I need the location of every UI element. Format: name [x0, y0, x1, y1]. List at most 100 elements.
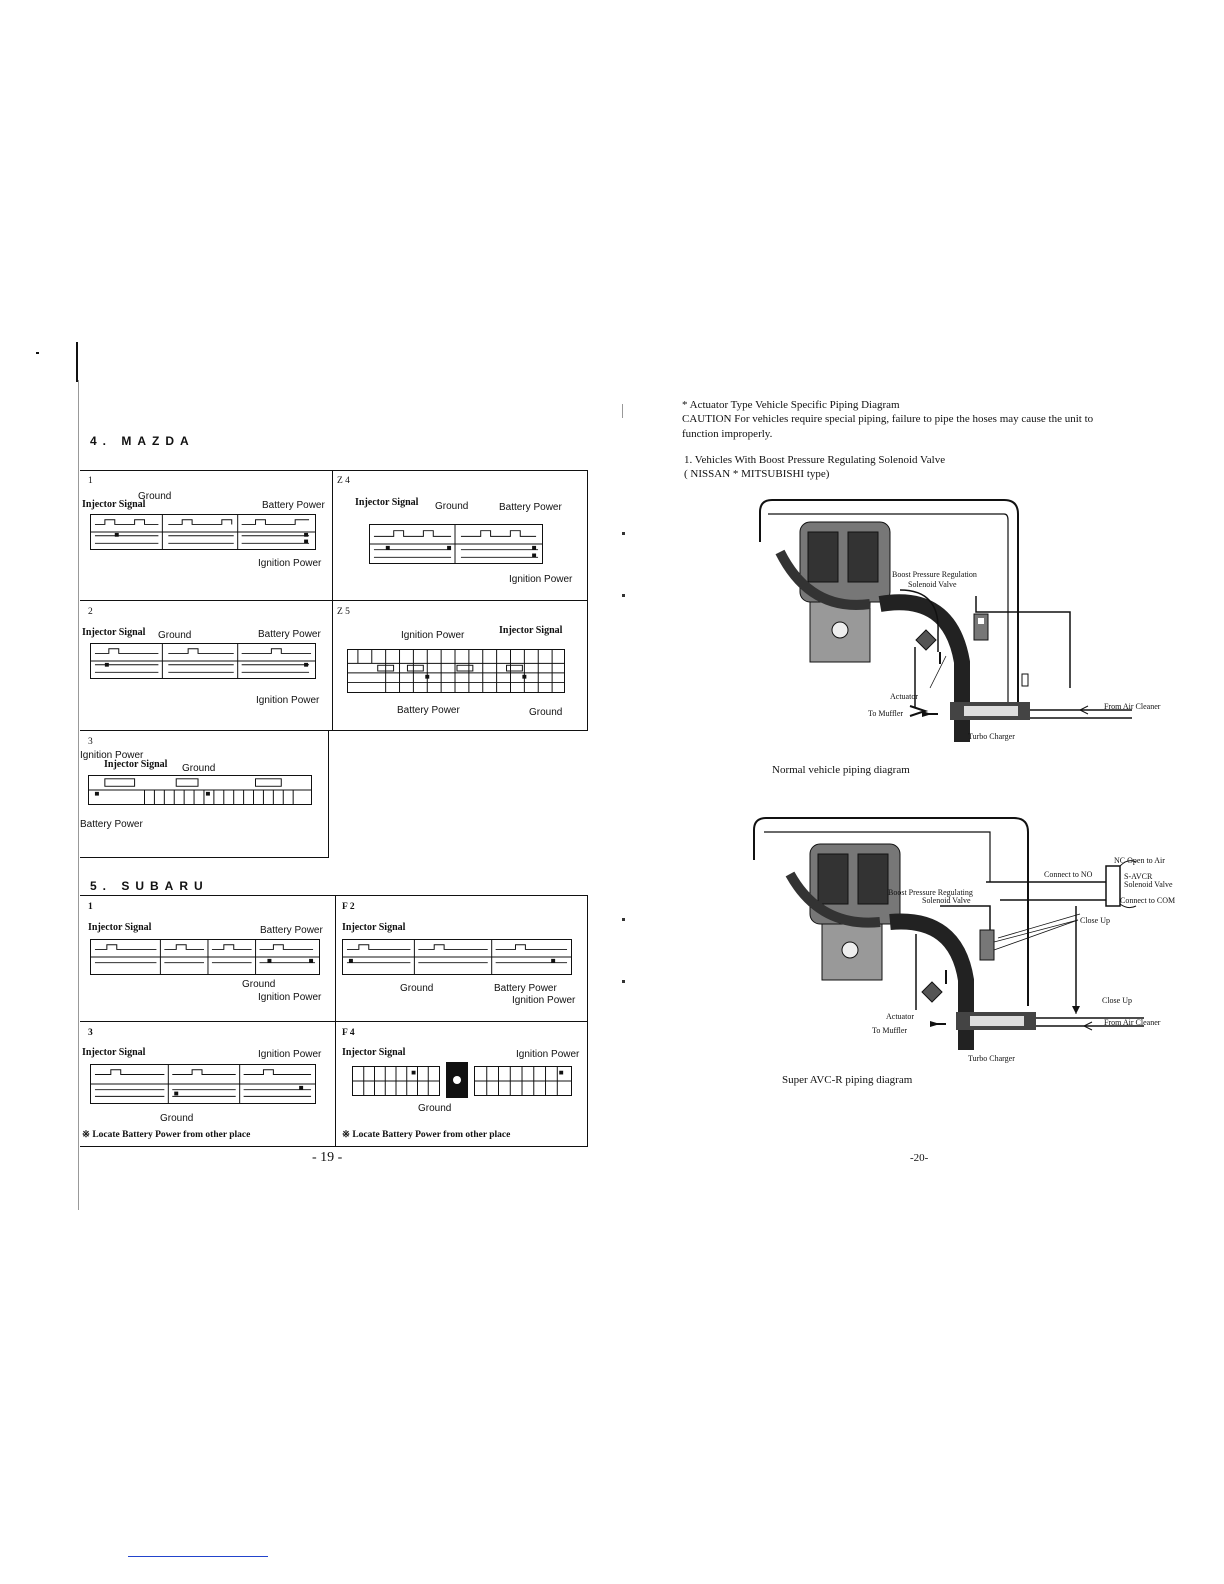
label-injector-signal: Injector Signal [104, 759, 168, 770]
panel-id: Z 4 [337, 476, 350, 486]
label-ground: Ground [242, 979, 276, 990]
to-muffler-label: To Muffler [868, 709, 904, 718]
label-ground: Ground [182, 763, 216, 774]
savcr-label-1: S-AVCR [1124, 872, 1153, 881]
mazda-panel-3: 3 Ignition Power Injector Signal Ground … [80, 731, 328, 857]
subaru-panel-3: 3 Injector Signal Ignition Power Ground … [80, 1022, 335, 1146]
ecu-connector [369, 524, 543, 564]
caution-line-1: CAUTION For vehicles require special pip… [682, 413, 1094, 425]
solenoid-label-1: Boost Pressure Regulating [888, 888, 973, 897]
turbo-charger-label: Turbo Charger [968, 732, 1015, 741]
label-ground: Ground [158, 630, 192, 641]
piping-heading: * Actuator Type Vehicle Specific Piping … [682, 399, 900, 411]
spine-mark [622, 404, 623, 418]
label-battery-power: Battery Power [260, 925, 323, 936]
footer-link-rule [128, 1556, 268, 1557]
savcr-label-2: Solenoid Valve [1124, 880, 1173, 889]
label-battery-power: Battery Power [494, 983, 557, 994]
super-avcr-piping-diagram: NC Open to Air Connect to NO S-AVCR Sole… [740, 810, 1180, 1068]
mazda-panel-z4: Z 4 Injector Signal Ground Battery Power… [333, 470, 587, 600]
mazda-grid: 1 Ground Injector Signal Battery Power I… [80, 470, 588, 858]
label-ignition-power: Ignition Power [256, 695, 320, 706]
page-number-19: - 19 - [312, 1150, 343, 1165]
label-ignition-power: Ignition Power [512, 995, 576, 1006]
label-ground: Ground [400, 983, 434, 994]
from-air-cleaner-label: From Air Cleaner [1104, 1018, 1161, 1027]
left-margin-rule-thin [78, 380, 79, 1210]
connector-key [446, 1062, 468, 1098]
actuator-label: Actuator [886, 1012, 914, 1021]
label-ignition-power: Ignition Power [516, 1049, 580, 1060]
label-injector-signal: Injector Signal [82, 1047, 146, 1058]
ecu-connector [347, 649, 565, 693]
close-up-label-1: Close Up [1080, 916, 1110, 925]
ecu-connector [90, 1064, 316, 1104]
actuator-label: Actuator [890, 692, 918, 701]
turbo-charger-label: Turbo Charger [968, 1054, 1015, 1063]
section-line-1: 1. Vehicles With Boost Pressure Regulati… [684, 454, 946, 466]
left-margin-rule [76, 342, 78, 382]
label-ignition-power: Ignition Power [258, 558, 322, 569]
mazda-panel-z5: Z 5 Ignition Power Injector Signal Batte… [333, 601, 587, 730]
subaru-section-title: 5. SUBARU [90, 879, 209, 893]
label-ground: Ground [418, 1103, 452, 1114]
label-ignition-power: Ignition Power [401, 630, 465, 641]
label-injector-signal: Injector Signal [355, 497, 419, 508]
panel-id: F 2 [342, 902, 355, 912]
subaru-panel-1: 1 Injector Signal Battery Power Ground I… [80, 895, 335, 1021]
panel-id: 3 [88, 1028, 93, 1038]
label-ground: Ground [435, 501, 469, 512]
ecu-connector [90, 939, 320, 975]
panel-id: 2 [88, 607, 93, 617]
spine-mark [622, 980, 625, 983]
connect-no-label: Connect to NO [1044, 870, 1093, 879]
label-injector-signal: Injector Signal [342, 922, 406, 933]
label-ground: Ground [529, 707, 563, 718]
panel-id: 1 [88, 902, 93, 912]
label-injector-signal: Injector Signal [82, 627, 146, 638]
mazda-section-title: 4. MAZDA [90, 434, 195, 448]
label-ignition-power: Ignition Power [258, 1049, 322, 1060]
subaru-panel-f4: F 4 Injector Signal Ignition Power Groun… [336, 1022, 587, 1146]
panel-id: F 4 [342, 1028, 355, 1038]
caution-line-2: function improperly. [682, 428, 773, 440]
mazda-panel-1: 1 Ground Injector Signal Battery Power I… [80, 470, 332, 600]
to-muffler-label: To Muffler [872, 1026, 908, 1035]
margin-dot [36, 352, 39, 354]
label-battery-power: Battery Power [262, 500, 325, 511]
panel-id: 3 [88, 737, 93, 747]
panel-id: Z 5 [337, 607, 350, 617]
locate-battery-note: ※ Locate Battery Power from other place [82, 1130, 251, 1140]
normal-diagram-caption: Normal vehicle piping diagram [772, 764, 910, 776]
label-injector-signal: Injector Signal [82, 499, 146, 510]
label-battery-power: Battery Power [80, 819, 143, 830]
label-ignition-power: Ignition Power [258, 992, 322, 1003]
ecu-connector-right [474, 1066, 572, 1096]
nc-open-label: NC Open to Air [1114, 856, 1165, 865]
panel-id: 1 [88, 476, 93, 486]
page-number-20: -20- [910, 1152, 929, 1164]
ecu-connector [342, 939, 572, 975]
solenoid-label-2: Solenoid Valve [922, 896, 971, 905]
connect-com-label: Connect to COM [1120, 896, 1176, 905]
normal-piping-diagram: Boost Pressure Regulation Solenoid Valve… [740, 492, 1180, 752]
label-injector-signal: Injector Signal [499, 625, 563, 636]
solenoid-label-1: Boost Pressure Regulation [892, 570, 977, 579]
spine-mark [622, 918, 625, 921]
ecu-connector [90, 514, 316, 550]
subaru-grid: 1 Injector Signal Battery Power Ground I… [80, 895, 588, 1147]
label-battery-power: Battery Power [258, 629, 321, 640]
label-battery-power: Battery Power [397, 705, 460, 716]
spine-mark [622, 532, 625, 535]
ecu-connector [88, 775, 312, 805]
ecu-connector-left [352, 1066, 440, 1096]
locate-battery-note: ※ Locate Battery Power from other place [342, 1130, 511, 1140]
label-ground: Ground [160, 1113, 194, 1124]
section-line-2: ( NISSAN * MITSUBISHI type) [684, 468, 830, 480]
label-ground: Ground [138, 491, 172, 502]
ecu-connector [90, 643, 316, 679]
label-injector-signal: Injector Signal [88, 922, 152, 933]
super-avcr-caption: Super AVC-R piping diagram [782, 1074, 913, 1086]
label-injector-signal: Injector Signal [342, 1047, 406, 1058]
label-battery-power: Battery Power [499, 502, 562, 513]
